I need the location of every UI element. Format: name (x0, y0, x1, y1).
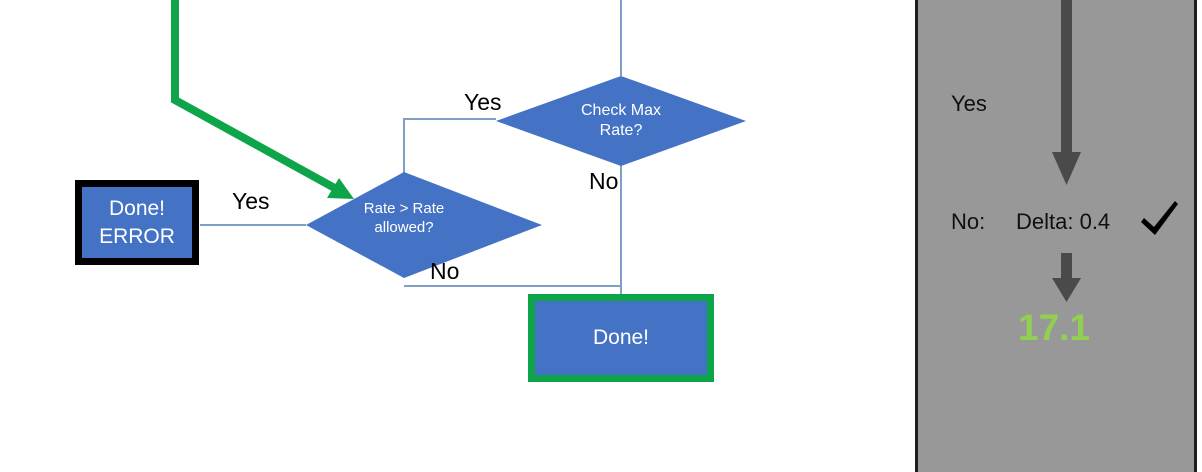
node-label-done-error: Done! ERROR (99, 197, 175, 248)
highlight-path-arrowhead (327, 178, 354, 199)
node-label-done: Done! (592, 326, 650, 350)
panel-result-value: 17.1 (1018, 307, 1091, 348)
flowchart-canvas: Check Max Rate? Rate > Rate allowed? Don… (75, 0, 746, 382)
edge-label-yes-check-max-rate: Yes (464, 89, 502, 115)
side-panel: Yes No: Delta: 0.4 17.1 (915, 0, 1197, 472)
panel-arrow-top-icon (1052, 0, 1081, 185)
node-check-max-rate[interactable] (496, 76, 746, 166)
node-rate-gt-rate-allowed[interactable] (306, 172, 542, 278)
panel-delta-label: Delta: 0.4 (1016, 209, 1111, 234)
panel-no-label: No: (951, 209, 986, 234)
edge-label-no-rate-allowed: No (430, 258, 460, 284)
panel-yes-label: Yes (951, 91, 987, 116)
highlight-path-line (171, 0, 342, 195)
node-done[interactable]: Done! (528, 294, 714, 382)
check-icon (1141, 201, 1178, 235)
flowchart-connectors (171, 0, 746, 296)
edge-label-yes-rate-allowed: Yes (232, 188, 270, 214)
edge-label-no-check-max-rate: No (589, 168, 619, 194)
panel-arrow-bottom-icon (1052, 253, 1081, 302)
side-panel-arrows (1052, 0, 1081, 302)
node-done-error[interactable]: Done! ERROR (75, 180, 199, 265)
